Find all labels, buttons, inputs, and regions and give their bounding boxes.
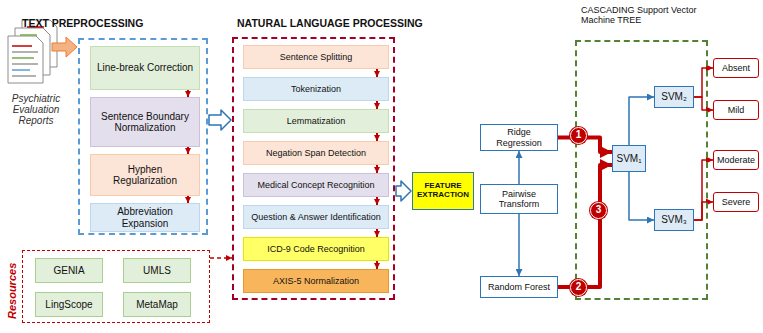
node-text: FEATURE EXTRACTION — [417, 182, 469, 200]
callout-number: 3 — [590, 202, 607, 219]
process-box: Hyphen Regularization — [90, 154, 200, 196]
process-box: Lemmatization — [243, 109, 389, 133]
connector-arrow — [187, 147, 189, 154]
group-heading: Resources — [6, 263, 18, 319]
process-box: AXIS-5 Normalization — [243, 269, 389, 293]
document-page — [8, 36, 43, 83]
node-text: Line-break Correction — [97, 62, 193, 73]
node-text: Severe — [722, 197, 751, 207]
connector-arrow — [558, 165, 612, 287]
node-text: MetaMap — [136, 299, 178, 310]
node-text: Question & Answer Identification — [251, 212, 381, 222]
process-box: Medical Concept Recognition — [243, 173, 389, 197]
classifier-box: SVM₁ — [612, 145, 646, 172]
group-heading: TEXT PREPROCESSING — [22, 18, 143, 30]
node-text: AXIS-5 Normalization — [273, 276, 359, 286]
block-arrow — [396, 181, 411, 201]
connector-arrow — [629, 172, 654, 220]
block-arrow — [209, 110, 231, 130]
node-text: UMLS — [143, 265, 171, 276]
connector-arrow — [518, 214, 520, 276]
connector-arrow — [376, 229, 378, 237]
connector-arrow — [376, 261, 378, 269]
model-box: Ridge Regression — [480, 124, 558, 151]
node-text: SVM₂ — [661, 91, 687, 102]
outcome-box: Moderate — [713, 150, 759, 170]
resource-group: ResourcesGENIAUMLSLingScopeMetaMap — [22, 250, 210, 323]
connector-arrow — [376, 101, 378, 109]
node-text: GENIA — [53, 265, 84, 276]
node-text: Sentence Boundary Normalization — [95, 111, 195, 133]
model-box: Random Forest — [480, 276, 558, 298]
process-box: Sentence Boundary Normalization — [90, 97, 200, 147]
node-text: Random Forest — [488, 282, 550, 292]
connector-arrow — [376, 69, 378, 77]
process-box: Question & Answer Identification — [243, 205, 389, 229]
node-text: SVM₃ — [661, 214, 687, 225]
process-box: ICD-9 Code Recognition — [243, 237, 389, 261]
group-box: CASCADING Support Vector Machine TREESVM… — [575, 40, 708, 300]
resource-box: LingScope — [35, 292, 103, 317]
node-text: Negation Span Detection — [266, 148, 366, 158]
outcome-box: Absent — [713, 58, 759, 78]
node-text: ICD-9 Code Recognition — [267, 244, 365, 254]
outcome-box: Severe — [713, 192, 759, 212]
node-text: Tokenization — [291, 84, 341, 94]
group-box: TEXT PREPROCESSINGLine-break CorrectionS… — [78, 38, 208, 235]
node-text: Medical Concept Recognition — [257, 180, 374, 190]
node-text: Pairwise Transform — [485, 189, 553, 209]
connector-arrow — [210, 257, 232, 259]
connector-arrow — [694, 202, 713, 220]
document-lines — [12, 27, 44, 76]
node-text: LingScope — [45, 299, 92, 310]
group-heading: CASCADING Support Vector Machine TREE — [581, 5, 699, 26]
node-text: Sentence Splitting — [280, 52, 353, 62]
model-box: Pairwise Transform — [480, 184, 558, 214]
node-text: Lemmatization — [287, 116, 346, 126]
connector-arrow — [376, 197, 378, 205]
process-box: Abbreviation Expansion — [90, 203, 200, 232]
process-box: Sentence Splitting — [243, 45, 389, 69]
resource-box: MetaMap — [123, 292, 191, 317]
connector-arrow — [187, 90, 189, 97]
connector-arrow — [694, 97, 713, 110]
input-label: Psychiatric Evaluation Reports — [1, 93, 71, 126]
connector-arrow — [376, 165, 378, 173]
process-box: Tokenization — [243, 77, 389, 101]
process-box: Negation Span Detection — [243, 141, 389, 165]
node-text: Abbreviation Expansion — [95, 206, 195, 228]
resource-box: GENIA — [35, 258, 103, 283]
callout-number: 2 — [570, 279, 587, 296]
group-box: NATURAL LANGUAGE PROCESSINGSentence Spli… — [232, 37, 395, 300]
node-text: SVM₁ — [616, 153, 641, 164]
node-text: Absent — [722, 63, 750, 73]
node-text: Mild — [728, 105, 745, 115]
connector-arrow — [694, 68, 713, 97]
node-text: Ridge Regression — [485, 127, 553, 147]
connector-arrow — [694, 160, 713, 220]
callout-number: 1 — [570, 127, 587, 144]
node-text: Hyphen Regularization — [95, 164, 195, 186]
node-text: Moderate — [717, 155, 755, 165]
classifier-box: SVM₃ — [654, 209, 694, 231]
connector-arrow — [629, 97, 654, 145]
connector-arrow — [376, 133, 378, 141]
group-heading: NATURAL LANGUAGE PROCESSING — [237, 18, 423, 30]
resource-box: UMLS — [123, 258, 191, 283]
feature-box: FEATURE EXTRACTION — [412, 172, 474, 210]
outcome-box: Mild — [713, 100, 759, 120]
classifier-box: SVM₂ — [654, 86, 694, 108]
process-box: Line-break Correction — [90, 46, 200, 90]
connector-arrow — [518, 151, 520, 184]
connector-arrow — [187, 196, 189, 203]
input-arrow — [52, 37, 77, 57]
